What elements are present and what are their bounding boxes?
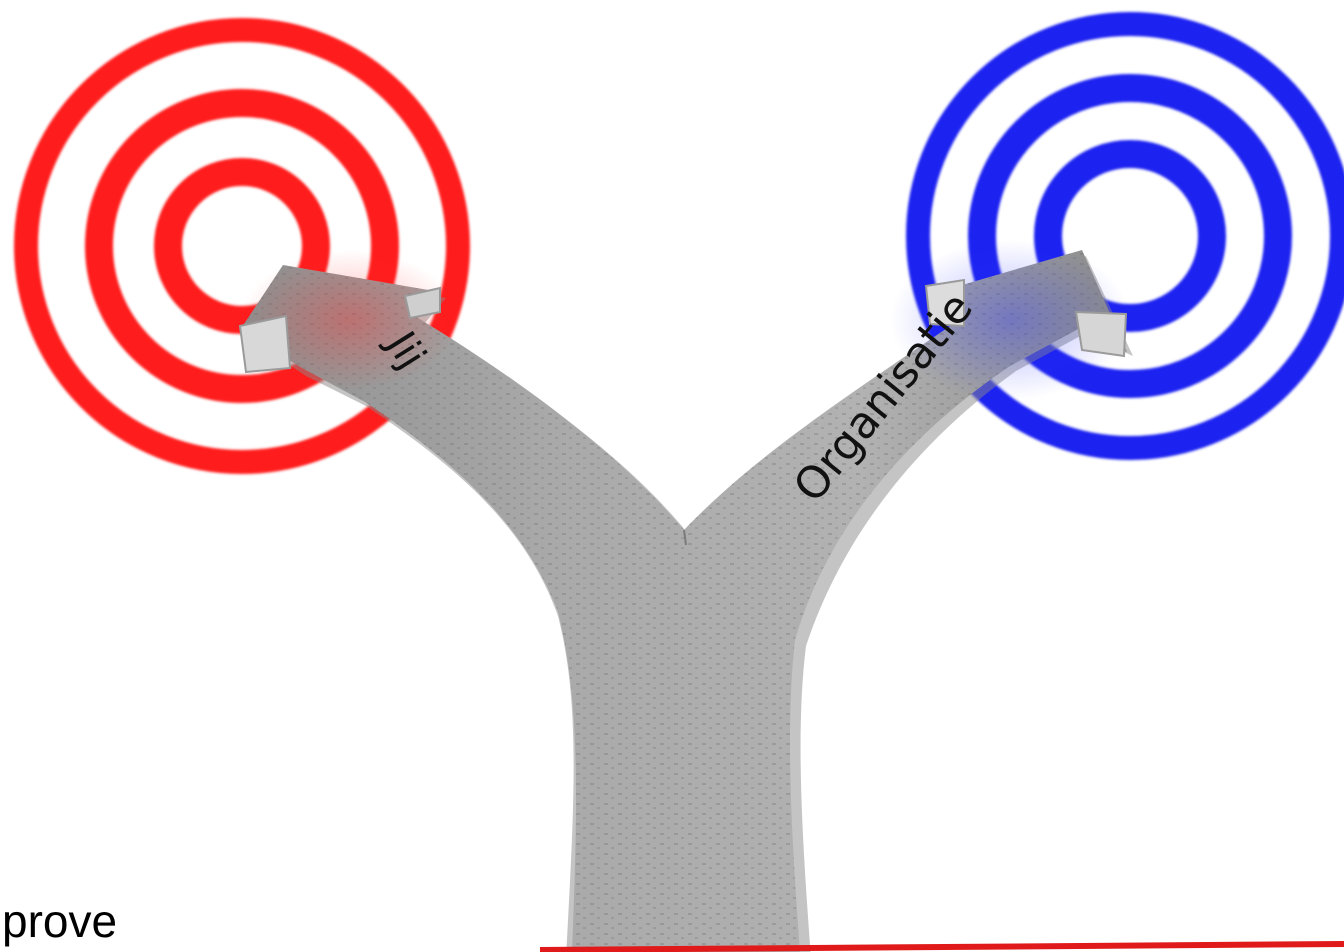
left-arrowhead-barb xyxy=(240,316,290,372)
corner-text: prove xyxy=(2,898,117,944)
right-arrowhead-barb xyxy=(1076,312,1126,356)
split-arrow xyxy=(240,240,1133,952)
